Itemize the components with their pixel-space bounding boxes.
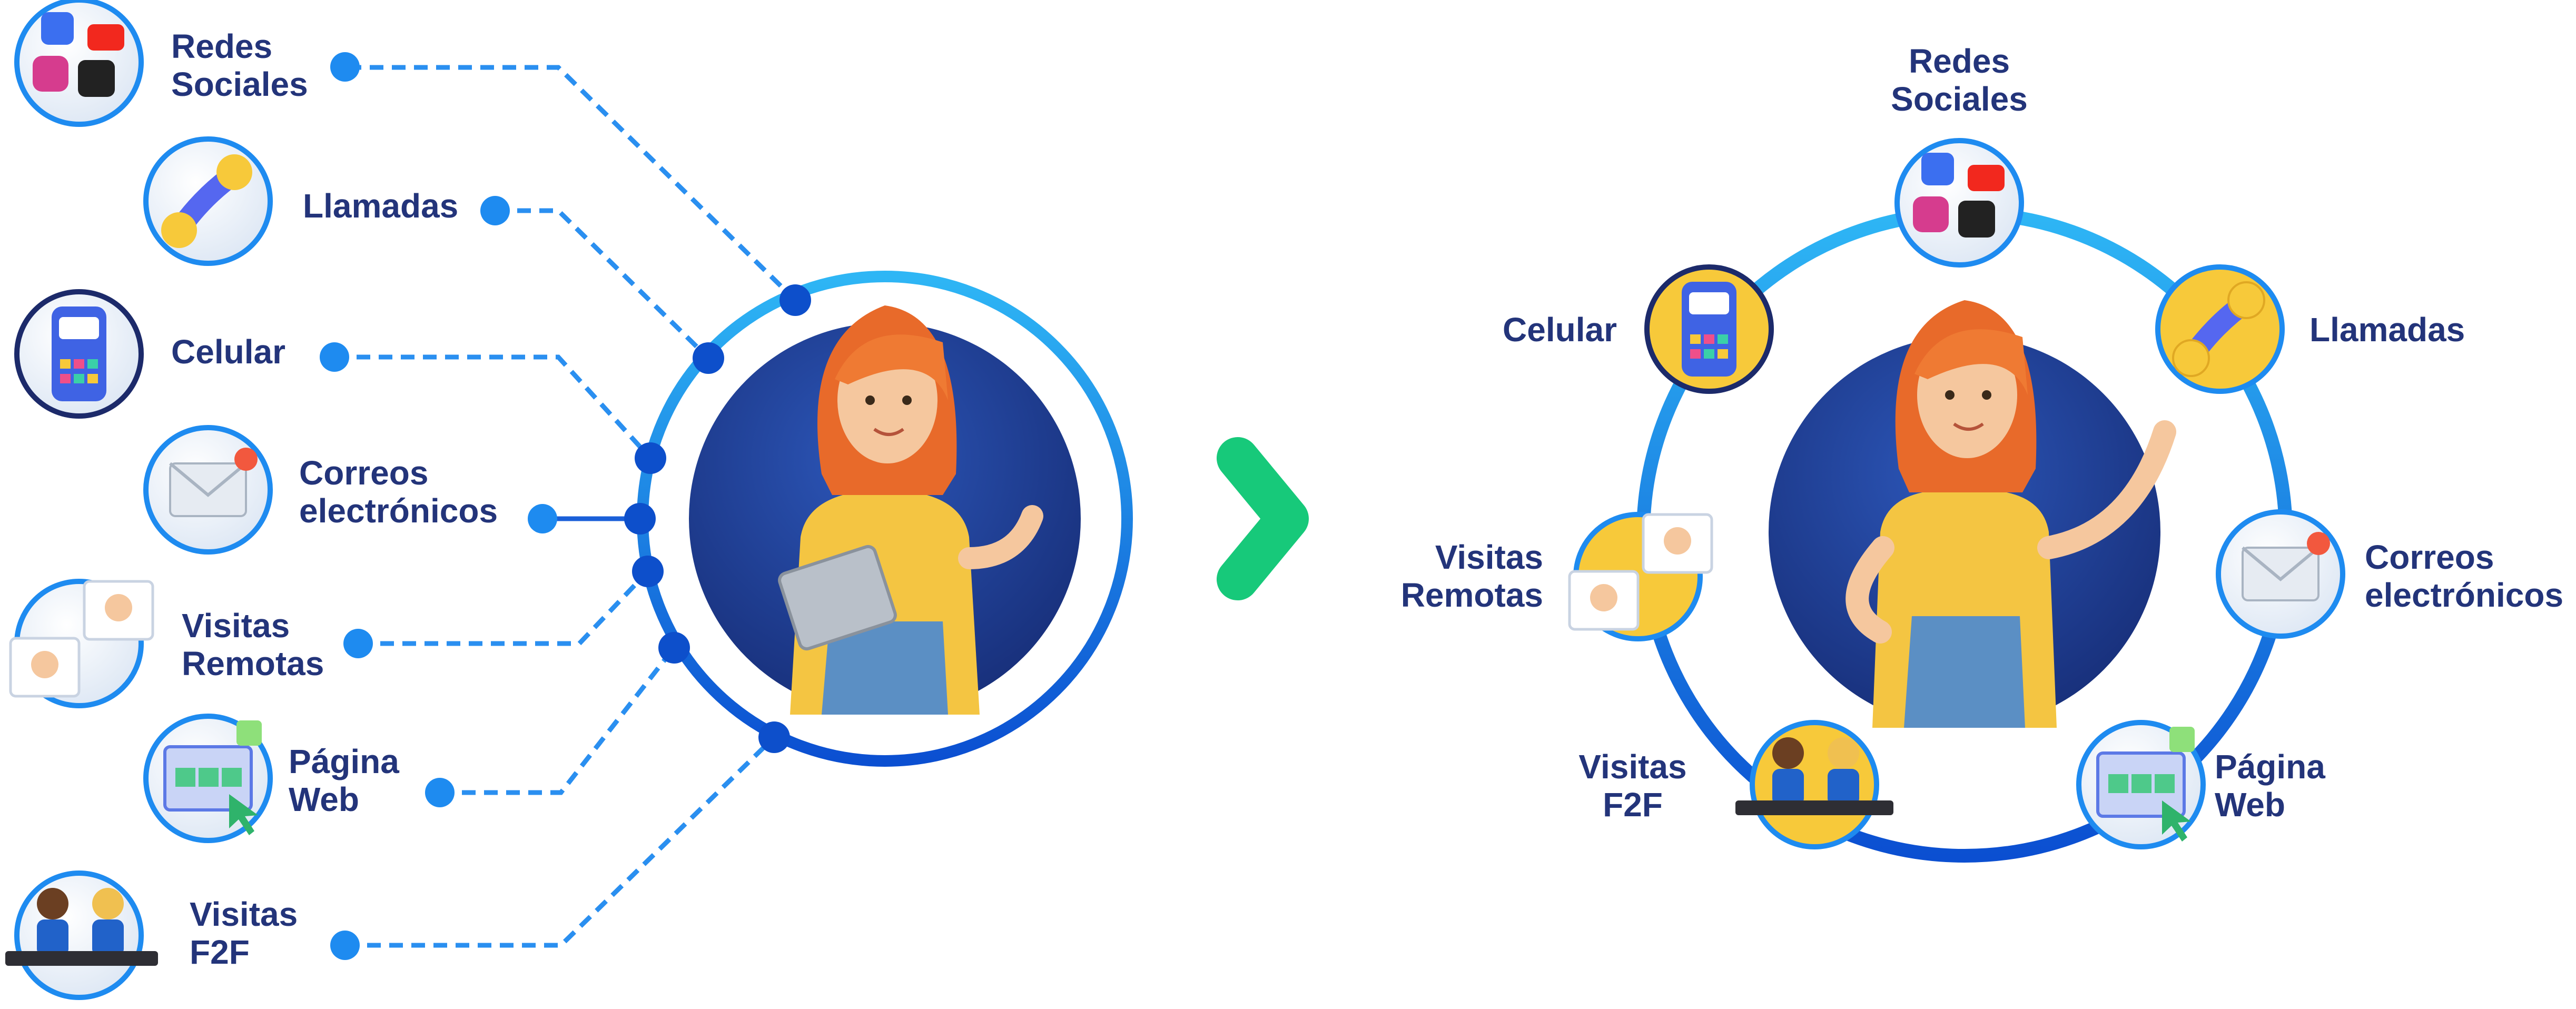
mobile-phone-icon: [14, 289, 144, 419]
phone-icon: [2155, 264, 2285, 394]
connector-lines: [334, 65, 797, 948]
connector-remote: [358, 569, 650, 646]
left-avatar: [689, 305, 1081, 715]
social-media-icon: [1894, 138, 2024, 268]
phone-icon: [143, 136, 273, 266]
right-label-remote: Visitas Remotas: [1385, 538, 1543, 614]
web-page-icon: [2076, 720, 2206, 849]
connector-calls: [495, 208, 710, 360]
label-line: electrónicos: [299, 492, 498, 530]
dot-web: [425, 778, 455, 807]
label-line: Remotas: [182, 645, 324, 682]
label-line: Sociales: [1891, 80, 2028, 118]
label-dots: [320, 52, 557, 960]
left-label-calls: Llamadas: [303, 187, 458, 225]
social-media-icon: [14, 0, 144, 127]
dot-calls: [480, 196, 510, 225]
right-label-email: Correos electrónicos: [2365, 538, 2563, 614]
label-line: Correos: [2365, 538, 2494, 576]
label-line: Página: [289, 743, 399, 780]
right-label-f2f: Visitas F2F: [1564, 748, 1701, 824]
label-line: Visitas: [1578, 748, 1687, 786]
face-to-face-icon: [5, 870, 158, 1000]
label-line: Página: [2215, 748, 2325, 786]
connector-social: [348, 65, 797, 302]
video-call-icon: [9, 579, 154, 708]
label-line: Sociales: [171, 65, 308, 103]
dot-f2f: [330, 931, 360, 960]
left-icons: [5, 0, 273, 1000]
label-line: Visitas: [1435, 538, 1543, 576]
label-line: Correos: [299, 454, 429, 492]
dot-mobile: [320, 342, 349, 372]
label-line: F2F: [1603, 786, 1663, 824]
right-label-mobile: Celular: [1459, 311, 1617, 349]
label-line: Llamadas: [2309, 311, 2465, 349]
left-label-web: Página Web: [289, 743, 399, 818]
label-line: Celular: [1503, 311, 1617, 349]
label-line: Redes: [1908, 42, 2010, 80]
envelope-icon: [2216, 509, 2345, 639]
left-label-f2f: Visitas F2F: [190, 895, 298, 971]
label-line: Redes: [171, 27, 273, 65]
label-line: Celular: [171, 333, 285, 371]
right-label-social: Redes Sociales: [1875, 42, 2044, 118]
label-line: Llamadas: [303, 187, 459, 225]
left-label-mobile: Celular: [171, 333, 285, 371]
label-line: Web: [289, 780, 359, 818]
dot-social: [330, 52, 360, 82]
dot-email: [528, 504, 557, 533]
right-label-web: Página Web: [2215, 748, 2325, 824]
label-line: F2F: [190, 933, 250, 971]
right-panel: [1568, 138, 2345, 863]
right-icons: [1568, 138, 2345, 849]
left-panel: [5, 0, 1133, 1000]
connector-mobile: [334, 354, 653, 460]
envelope-icon: [143, 425, 273, 555]
chevron-right-icon: [1217, 437, 1309, 600]
mobile-phone-icon: [1644, 264, 1774, 394]
dot-remote: [343, 629, 373, 658]
connector-web: [440, 646, 676, 795]
label-line: Web: [2215, 786, 2285, 824]
left-label-email: Correos electrónicos: [299, 454, 498, 530]
label-line: electrónicos: [2365, 576, 2564, 614]
right-label-calls: Llamadas: [2309, 311, 2465, 349]
right-avatar: [1769, 300, 2176, 728]
label-line: Visitas: [182, 607, 290, 645]
label-line: Visitas: [190, 895, 298, 933]
web-page-icon: [143, 714, 273, 843]
label-line: Remotas: [1400, 576, 1543, 614]
left-label-remote: Visitas Remotas: [182, 607, 324, 682]
ring-dots: [624, 284, 811, 753]
video-call-icon: [1568, 512, 1713, 641]
left-label-social: Redes Sociales: [171, 27, 308, 103]
face-to-face-icon: [1735, 720, 1893, 849]
connector-f2f: [345, 735, 776, 948]
